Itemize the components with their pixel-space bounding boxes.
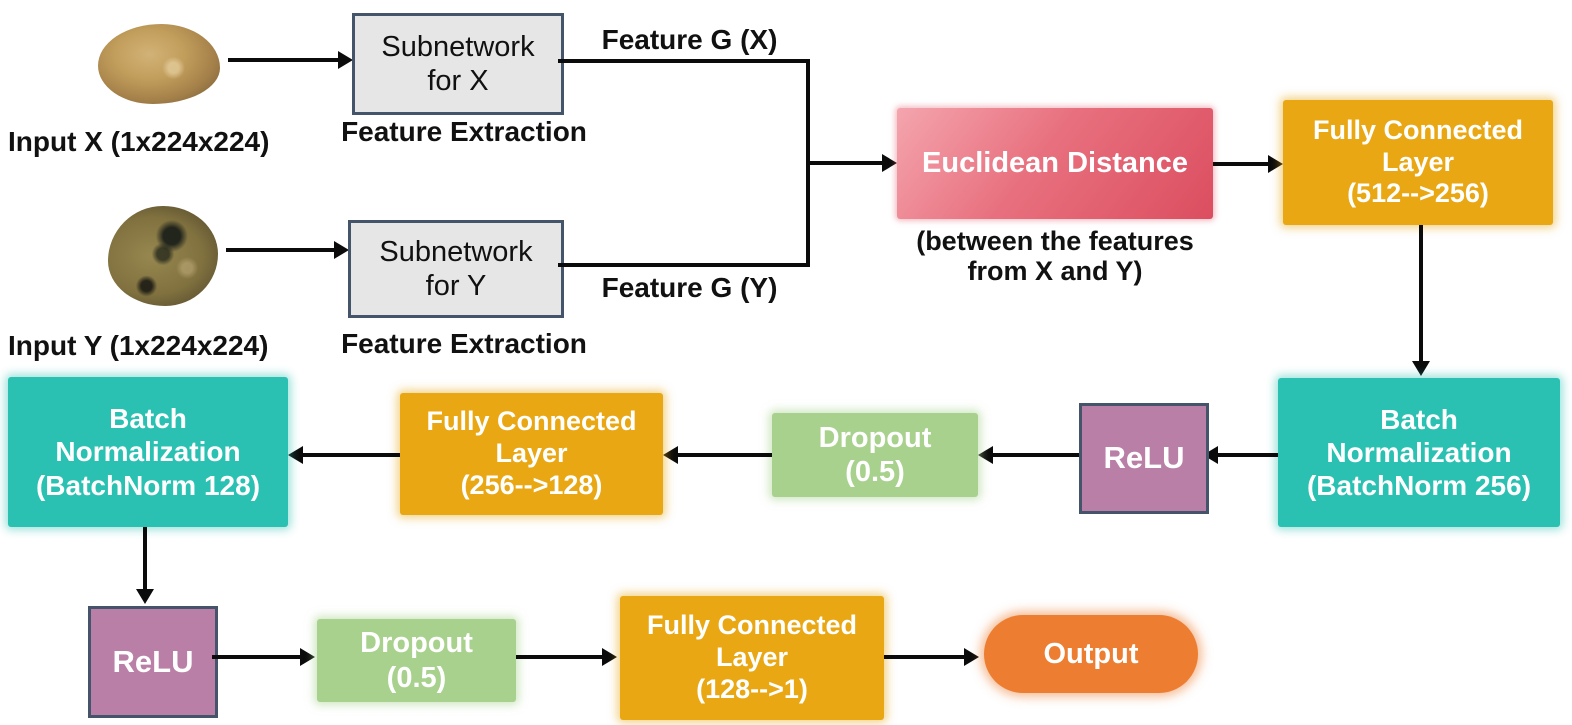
bn128-box: Batch Normalization (BatchNorm 128) — [8, 377, 288, 527]
arrow-fc3-to-output — [884, 655, 965, 659]
euclidean-distance-box: Euclidean Distance — [897, 108, 1213, 219]
arrow-bn256-to-relu1 — [1217, 453, 1278, 457]
arrowhead-left-icon — [288, 446, 303, 464]
arrowhead-right-icon — [334, 241, 349, 259]
input-x-label: Input X (1x224x224) — [8, 126, 270, 157]
fc2-box: Fully Connected Layer (256-->128) — [400, 393, 663, 515]
relu1-box: ReLU — [1079, 403, 1209, 514]
bn256-box: Batch Normalization (BatchNorm 256) — [1278, 378, 1560, 527]
input-y-label: Input Y (1x224x224) — [8, 330, 269, 361]
arrow-dropout1-to-fc2 — [677, 453, 772, 457]
subnetwork-x-box: Subnetwork for X — [352, 13, 564, 115]
feature-gy-label: Feature G (Y) — [601, 272, 778, 303]
arrow-fc1-to-bn256 — [1419, 225, 1423, 362]
fc3-box: Fully Connected Layer (128-->1) — [620, 596, 884, 720]
arrow-fc2-to-bn128 — [302, 453, 400, 457]
dropout2-box: Dropout (0.5) — [317, 619, 516, 702]
feature-extraction-y-label: Feature Extraction — [341, 328, 587, 359]
arrow-relu2-to-dropout2 — [212, 655, 301, 659]
feature-gx-label: Feature G (X) — [601, 24, 778, 55]
arrow-relu1-to-dropout1 — [992, 453, 1079, 457]
euclidean-caption: (between the features from X and Y) — [916, 226, 1194, 287]
arrow-input-y-to-subnetwork-y — [226, 248, 334, 252]
arrowhead-left-icon — [663, 446, 678, 464]
arrow-dropout2-to-fc3 — [516, 655, 603, 659]
feature-extraction-x-label: Feature Extraction — [341, 116, 587, 147]
arrowhead-right-icon — [300, 648, 315, 666]
arrowhead-right-icon — [882, 154, 897, 172]
dropout1-box: Dropout (0.5) — [772, 413, 978, 497]
arrowhead-left-icon — [978, 446, 993, 464]
input-y-seed-image — [108, 206, 218, 306]
arrowhead-right-icon — [338, 51, 353, 69]
feature-y-line — [558, 263, 810, 267]
arrow-euclidean-to-fc1 — [1213, 162, 1269, 166]
fc1-box: Fully Connected Layer (512-->256) — [1283, 100, 1553, 225]
output-pill: Output — [984, 615, 1198, 693]
arrowhead-down-icon — [136, 589, 154, 604]
arrowhead-right-icon — [1268, 155, 1283, 173]
arrowhead-right-icon — [602, 648, 617, 666]
arrow-bn128-to-relu2 — [143, 527, 147, 591]
input-x-seed-image — [98, 24, 220, 104]
merge-junction-line — [806, 59, 810, 267]
feature-x-line — [558, 59, 810, 63]
arrowhead-down-icon — [1412, 361, 1430, 376]
arrow-merge-to-euclidean — [810, 161, 884, 165]
arrowhead-right-icon — [964, 648, 979, 666]
arrow-input-x-to-subnetwork-x — [228, 58, 338, 62]
subnetwork-y-box: Subnetwork for Y — [348, 220, 564, 318]
relu2-box: ReLU — [88, 606, 218, 718]
